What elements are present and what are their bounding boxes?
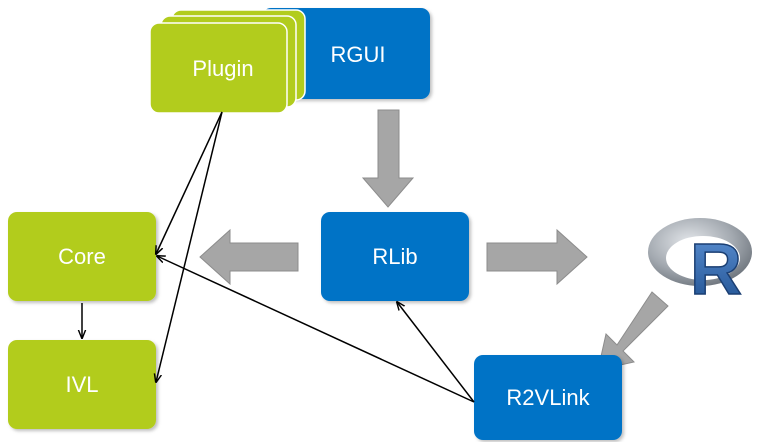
rlib-node: RLib	[321, 212, 469, 301]
r-logo: R	[648, 218, 752, 311]
ivl-box	[8, 340, 156, 429]
r-logo-letter: R	[690, 230, 742, 310]
connector-plugin-to-core	[156, 111, 223, 254]
block-arrow-rlib-to-r	[486, 228, 588, 286]
r-logo-ring-hole	[666, 236, 740, 280]
block-arrow-rlib-to-core	[199, 228, 299, 286]
ivl-label: IVL	[65, 372, 98, 397]
rlib-label: RLib	[372, 244, 417, 269]
core-box	[8, 212, 156, 301]
core-label: Core	[58, 244, 106, 269]
r2vlink-box	[474, 355, 622, 440]
plugin-layer-front	[149, 22, 288, 114]
connector-plugin-to-ivl	[156, 111, 223, 382]
r2vlink-label: R2VLink	[506, 385, 590, 410]
plugin-label: Plugin	[192, 56, 253, 81]
ivl-node: IVL	[8, 340, 156, 429]
core-node: Core	[8, 212, 156, 301]
plugin-node: Plugin	[149, 9, 306, 114]
rlib-box	[321, 212, 469, 301]
connector-r2vlink-to-core	[157, 256, 475, 403]
r2vlink-node: R2VLink	[474, 355, 622, 440]
rgui-label: RGUI	[331, 42, 386, 67]
connector-r2vlink-to-rlib	[397, 302, 475, 403]
block-arrow-rgui-to-rlib	[361, 109, 415, 208]
